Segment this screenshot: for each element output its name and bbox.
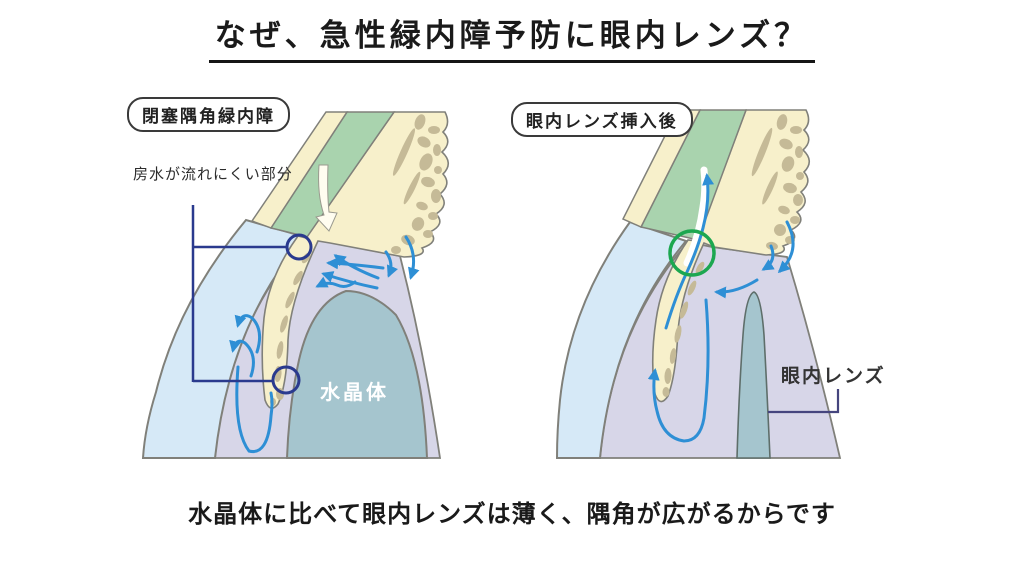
episclera-stripe — [250, 111, 349, 229]
posterior-chamber-region — [599, 241, 842, 459]
iris-texture — [662, 261, 705, 397]
aqueous-block-annotation: 房水が流れにくい部分 — [133, 166, 293, 183]
intraocular-lens-label: 眼内レンズ — [781, 366, 886, 387]
crystalline-lens-shape — [285, 289, 429, 459]
crystalline-lens-label: 水晶体 — [320, 382, 389, 404]
right-panel-title-box: 眼内レンズ挿入後 — [511, 102, 693, 137]
cornea-region — [555, 220, 688, 459]
page-title-text: なぜ、急性緑内障予防に眼内レンズ？ — [208, 10, 816, 63]
annotation-connector-lines — [191, 205, 288, 383]
ciliary-texture — [751, 114, 804, 251]
aqueous-flow-arrows-left — [229, 235, 420, 454]
iris-ciliary-body-shape — [261, 111, 450, 409]
right-diagram-after-iol — [555, 109, 842, 459]
right-panel-title-text: 眼内レンズ挿入後 — [526, 112, 678, 131]
open-angle-marker-circle — [668, 229, 716, 277]
blocked-angle-marker-circle — [285, 233, 313, 261]
pupillary-block-marker-circle — [271, 365, 301, 395]
ciliary-texture — [391, 114, 442, 254]
page-title: なぜ、急性緑内障予防に眼内レンズ？ — [0, 10, 1024, 63]
episclera-stripe — [621, 109, 702, 228]
left-panel-title-text: 閉塞隅角緑内障 — [142, 107, 275, 126]
bottom-caption: 水晶体に比べて眼内レンズは薄く、隅角が広がるからです — [188, 501, 836, 528]
blocked-outflow-white-arrow — [315, 164, 338, 232]
aqueous-flow-arrows-right — [647, 173, 795, 443]
intraocular-lens-shape — [736, 291, 771, 459]
left-diagram-closed-angle — [141, 111, 450, 459]
left-panel-title-box: 閉塞隅角緑内障 — [127, 97, 290, 132]
iol-label-connector-line — [768, 389, 840, 414]
